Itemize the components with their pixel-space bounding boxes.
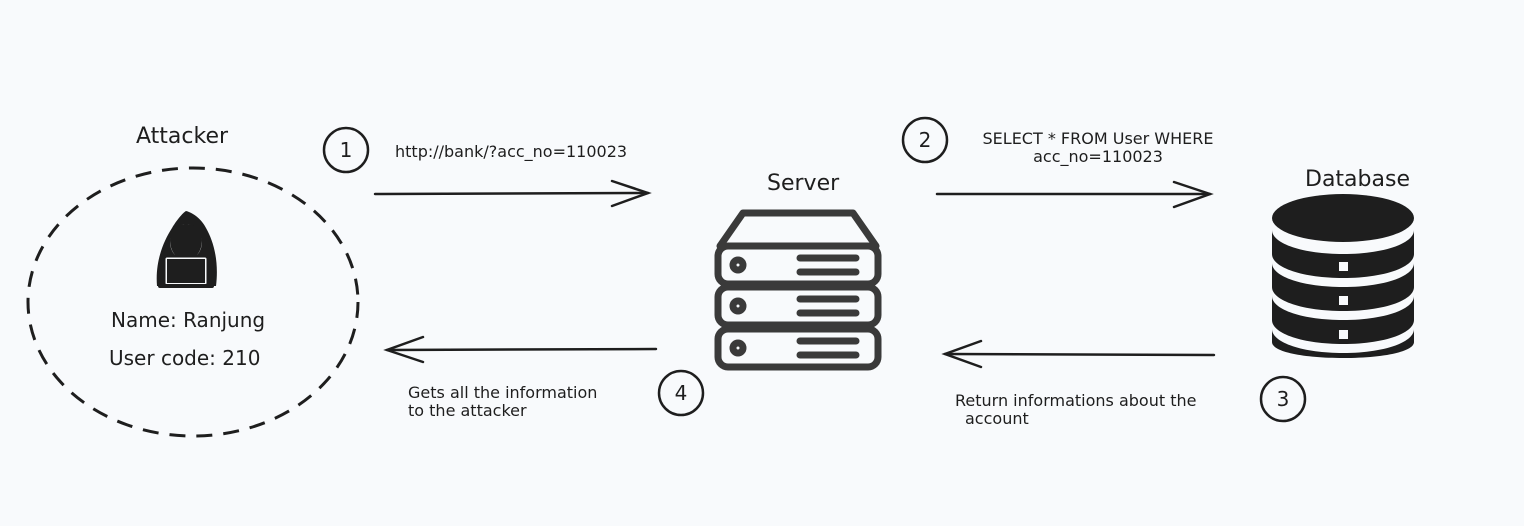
step-2-text: SELECT * FROM User WHERE acc_no=110023 (967, 129, 1229, 167)
step-circles (322, 116, 1307, 423)
arrow-step-2 (935, 180, 1214, 209)
step-1-number: 1 (339, 138, 353, 162)
step-3-circle (1259, 375, 1307, 423)
arrow-step-1 (373, 179, 652, 208)
database-title: Database (1305, 167, 1410, 192)
arrow-step-3 (941, 339, 1216, 369)
step-1-text: http://bank/?acc_no=110023 (395, 142, 628, 161)
step-3-line-2: account (965, 409, 1029, 429)
step-3-text: Return informations about the account (955, 391, 1197, 429)
step-2-line-1: SELECT * FROM User WHERE (982, 129, 1214, 148)
server-icon (714, 209, 882, 371)
attacker-user-code: User code: 210 (109, 346, 261, 370)
step-4-circle (657, 369, 705, 417)
step-2-circle (901, 116, 949, 164)
step-4-line-2: to the attacker (408, 401, 527, 421)
step-2-line-2: acc_no=110023 (1033, 147, 1163, 167)
step-4-line-1: Gets all the information (408, 383, 598, 402)
attacker-name: Name: Ranjung (111, 308, 266, 332)
server-title: Server (767, 171, 840, 196)
step-3-number: 3 (1276, 387, 1290, 411)
attacker-boundary (26, 166, 360, 438)
database-icon (1272, 194, 1414, 358)
step-4-number: 4 (674, 381, 688, 405)
attacker-title: Attacker (136, 124, 229, 149)
arrow-step-4 (383, 335, 658, 364)
step-3-line-1: Return informations about the (955, 391, 1197, 410)
step-4-text: Gets all the information to the attacker (408, 383, 598, 421)
step-1-circle (322, 126, 370, 174)
step-2-number: 2 (918, 128, 932, 152)
hacker-icon (156, 211, 217, 288)
